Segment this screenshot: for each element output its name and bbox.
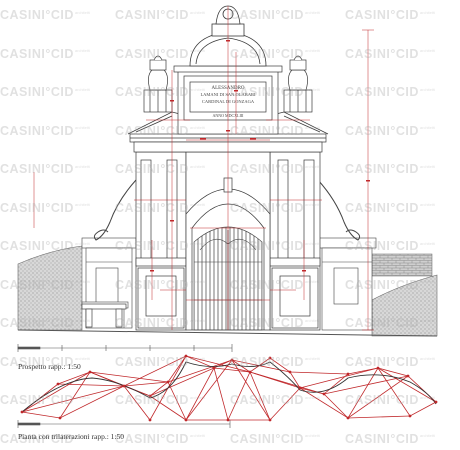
right-side-wall xyxy=(317,237,377,331)
elevation-caption: Prospetto rapp.: 1:50 xyxy=(18,362,81,371)
ground-right xyxy=(371,253,438,337)
trilateration-vertices xyxy=(20,354,438,422)
right-volute xyxy=(317,179,361,241)
ground-line xyxy=(17,329,438,337)
trilateration-plan xyxy=(21,355,437,422)
scale-bar-plan xyxy=(17,420,231,428)
ground-left xyxy=(17,245,83,331)
left-volute xyxy=(93,179,137,241)
inscription-line-3: CARDINAL DI GONZAGA xyxy=(202,99,255,104)
plan-caption: Pianta con trilaterazioni rapp.: 1:50 xyxy=(18,432,125,441)
left-vase xyxy=(143,55,173,113)
scale-bar-elevation xyxy=(17,344,233,352)
stone-bench xyxy=(81,303,127,328)
survey-ticks xyxy=(150,40,370,272)
left-side-wall xyxy=(81,237,137,329)
right-vase xyxy=(283,55,313,113)
inscription-line-4: ANNO MDCXLIII xyxy=(213,113,245,118)
trilateration-outline xyxy=(21,361,437,413)
